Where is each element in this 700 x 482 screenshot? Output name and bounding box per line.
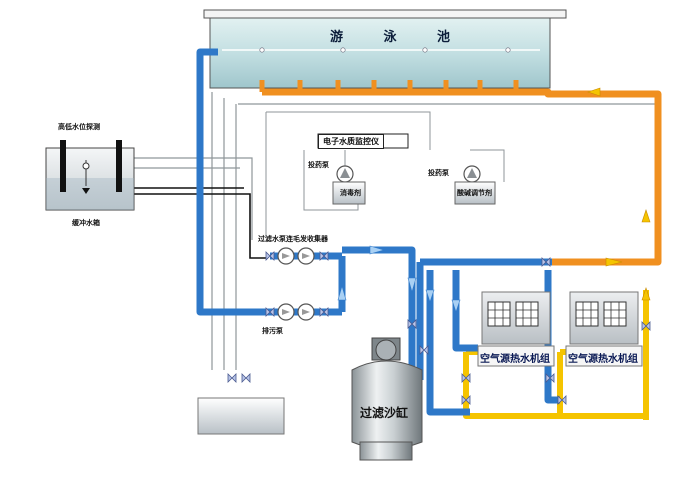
flow-arrow-orange-right: [605, 257, 623, 267]
flow-arrow-blue-up: [337, 284, 347, 301]
hair-filter-label: 过滤水泵连毛发收集器: [258, 235, 328, 243]
yellow-pipe: [463, 290, 649, 420]
heat-pump-unit-1: [477, 291, 555, 367]
flow-arrow-orange-up: [641, 209, 651, 223]
swimming-pool: [203, 9, 567, 89]
tank-level-label: 高低水位探测: [58, 123, 100, 131]
flow-arrows: [337, 87, 651, 313]
flow-arrow-blue-right: [369, 245, 386, 255]
balance-tank-label: 缓冲水箱: [72, 219, 100, 227]
orange-pipe: [262, 88, 662, 266]
dosing-pump-b-label: 投药泵: [428, 169, 449, 177]
heat-pump-unit-2: [565, 291, 643, 367]
dosing-tank-a: [332, 165, 366, 205]
dosing-tank-b: [454, 165, 496, 205]
sand-filter-label: 过滤沙缸: [360, 406, 409, 420]
heat-pump-1-label: 空气源热水机组: [480, 354, 550, 365]
drain-pump: [277, 303, 315, 321]
dosing-tank-a-label: 消毒剂: [340, 189, 361, 197]
pool-inlet-stubs: [259, 80, 519, 92]
balance-tank: [45, 140, 135, 211]
dosing-lines: [265, 111, 505, 238]
sand-filter: [351, 337, 423, 461]
quality-monitor-label: 电子水质监控仪: [318, 134, 384, 149]
drain-pump-label: 排污泵: [262, 327, 283, 335]
heat-pump-2-label: 空气源热水机组: [568, 354, 638, 365]
pool-name: 游 泳 池: [330, 30, 469, 45]
flow-arrow-blue-down: [407, 277, 417, 294]
flow-arrow-blue-down-3: [451, 299, 461, 313]
valves: [227, 251, 651, 405]
dosing-pump-a-label: 投药泵: [308, 161, 329, 169]
hair-filter-pump: [277, 247, 315, 265]
dosing-tank-b-label: 酸碱调节剂: [457, 189, 492, 197]
flow-arrow-yellow-up: [641, 287, 651, 301]
collection-tray: [197, 397, 285, 435]
flow-arrow-orange-top: [587, 87, 601, 97]
blue-pipe: [196, 48, 560, 416]
flow-arrow-blue-down-2: [425, 289, 435, 303]
